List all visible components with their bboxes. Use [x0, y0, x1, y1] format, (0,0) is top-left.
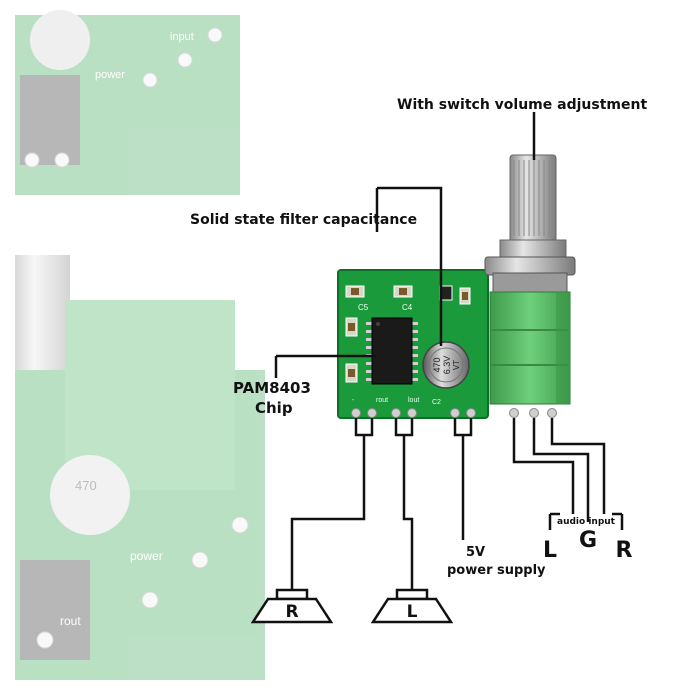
- background-board-top: power input: [15, 10, 240, 195]
- pam8403-board: C5 C4: [337, 269, 489, 419]
- electrolytic-capacitor: 470 6.3V VT: [422, 341, 470, 389]
- pad-rout-plus: [367, 408, 377, 418]
- smd-capacitor-c3: [345, 317, 358, 337]
- silk-lout: lout: [408, 397, 419, 404]
- speaker-left-label: L: [407, 602, 418, 622]
- speaker-left-magnet: [395, 588, 429, 601]
- wire-lout-bracket: [394, 418, 414, 437]
- capacitor-label-voltage: 6.3V: [442, 356, 452, 375]
- pam8403-chip: [366, 317, 418, 385]
- chip-pin: [412, 370, 418, 373]
- wire-power-bracket: [453, 418, 473, 437]
- speaker-right-label: R: [285, 602, 298, 622]
- volume-potentiometer: [484, 154, 576, 418]
- pot-bushing: [499, 239, 567, 259]
- chip-pin: [366, 346, 372, 349]
- label-chip: Chip: [255, 399, 293, 417]
- wire-rout-bracket: [354, 418, 374, 437]
- label-audio-r: R: [616, 538, 633, 563]
- background-chip-bottom: [20, 560, 90, 660]
- background-silk-input-top: input: [170, 31, 194, 43]
- capacitor-label-series: VT: [452, 360, 461, 370]
- chip-pin: [366, 330, 372, 333]
- pad-rout-minus: [351, 408, 361, 418]
- chip-pin: [412, 354, 418, 357]
- speaker-right-magnet: [275, 588, 309, 601]
- background-pcb-bottom: [15, 370, 265, 680]
- wire-audio-g: [532, 418, 590, 522]
- background-board-bottom: 470 power rout: [15, 255, 265, 680]
- background-pot-shaft: [15, 255, 70, 395]
- leader-capacitor: [377, 186, 443, 346]
- chip-pin: [412, 338, 418, 341]
- speaker-left-cone: [370, 597, 454, 624]
- chip-pin: [366, 338, 372, 341]
- label-audio-l: L: [543, 538, 557, 563]
- output-pads: [351, 408, 476, 418]
- speaker-right: R: [250, 588, 334, 624]
- silk-c4: C4: [402, 303, 413, 312]
- capacitor-label-value: 470: [432, 357, 442, 372]
- label-audio-g: G: [579, 528, 597, 553]
- smd-capacitor-c5: C5: [345, 285, 369, 312]
- wire-left-speaker: [402, 435, 414, 590]
- smd-capacitor-c4: C4: [393, 285, 413, 312]
- chip-pin: [412, 330, 418, 333]
- chip-pin: [366, 370, 372, 373]
- silk-c5: C5: [358, 303, 369, 312]
- capacitor-can: [422, 341, 470, 389]
- speaker-left: L: [370, 588, 454, 624]
- chip-pin: [366, 378, 372, 381]
- wire-audio-l: [512, 418, 575, 514]
- pad-power-minus: [450, 408, 460, 418]
- background-pot-body: [65, 300, 235, 490]
- chip-pin: [366, 362, 372, 365]
- chip-pin: [366, 322, 372, 325]
- pad-audio-l: [509, 408, 519, 418]
- chip-body: [371, 317, 413, 385]
- background-capacitor-bottom: [50, 455, 130, 535]
- pad-audio-r: [547, 408, 557, 418]
- pad-lout-plus: [391, 408, 401, 418]
- smd-capacitor-c1: [345, 363, 358, 383]
- chip-pin: [412, 322, 418, 325]
- label-volume-adjustment: With switch volume adjustment: [397, 97, 647, 113]
- pot-frame: [492, 272, 568, 294]
- wire-right-speaker: [290, 435, 366, 590]
- silk-rout: rout: [376, 397, 388, 404]
- silk-minus-rout: -: [352, 397, 355, 404]
- label-audio-input: audio input: [557, 517, 616, 527]
- background-chip-top: [20, 75, 80, 165]
- pad-lout-minus: [407, 408, 417, 418]
- silk-c2: C2: [432, 399, 441, 406]
- chip-pin: [412, 378, 418, 381]
- speaker-right-cone: [250, 597, 334, 624]
- background-capacitor-top: [30, 10, 90, 70]
- pad-power-plus: [466, 408, 476, 418]
- smd-capacitor-top-right: [459, 287, 471, 305]
- chip-pin: [412, 346, 418, 349]
- pad-audio-g: [529, 408, 539, 418]
- label-5v: 5V: [466, 545, 485, 560]
- background-silk-power-bottom: power: [130, 549, 163, 563]
- wire-audio-r: [550, 418, 606, 514]
- label-chip-name: PAM8403: [233, 379, 311, 397]
- background-pcb-top: [15, 15, 240, 195]
- background-silk-rout: rout: [60, 614, 81, 628]
- label-filter-capacitance: Solid state filter capacitance: [190, 212, 417, 228]
- background-silk-power-top: power: [95, 69, 125, 81]
- background-cap-label: 470: [75, 478, 97, 493]
- chip-pin: [412, 362, 418, 365]
- pot-nut: [484, 256, 576, 276]
- label-power-supply: power supply: [447, 563, 546, 578]
